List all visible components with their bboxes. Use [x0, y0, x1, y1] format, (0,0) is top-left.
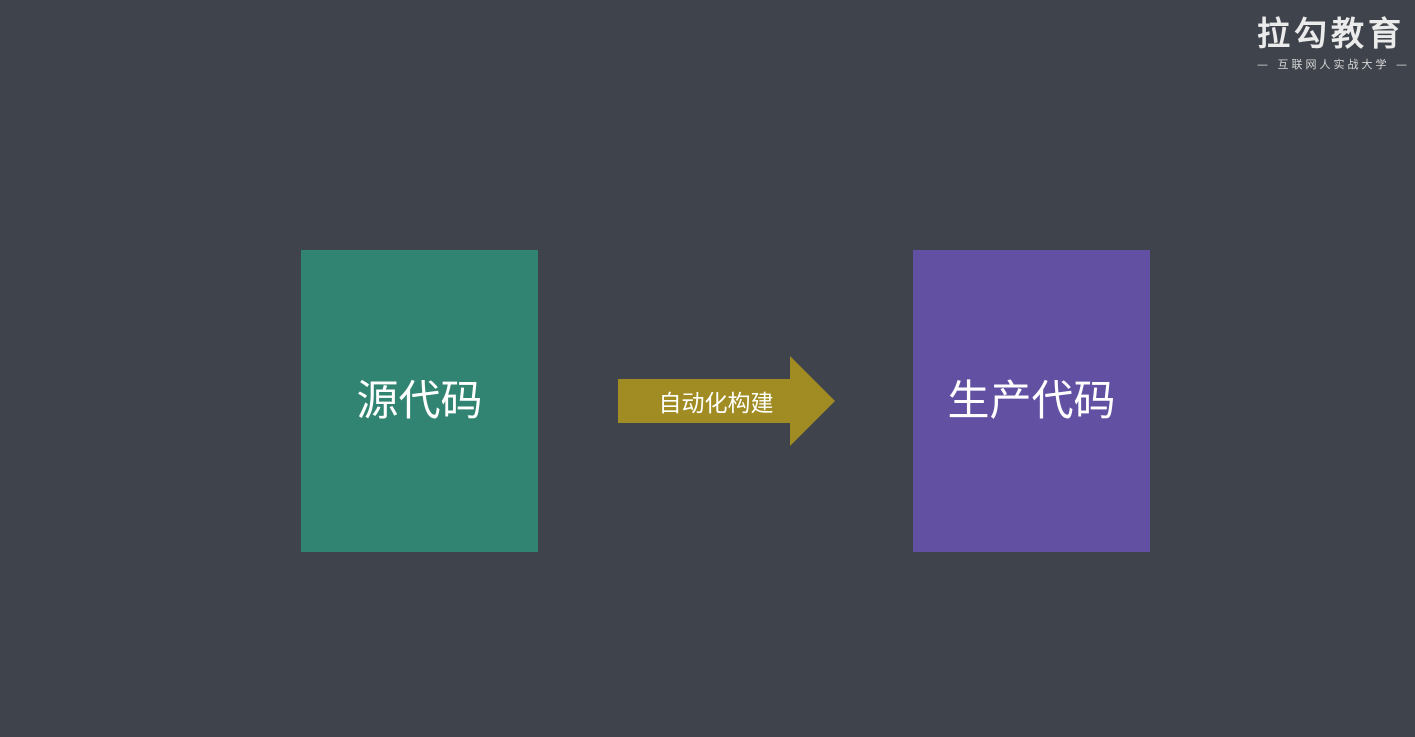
source-code-box: 源代码 [301, 250, 538, 552]
production-code-box: 生产代码 [913, 250, 1150, 552]
source-code-label: 源代码 [356, 376, 483, 425]
build-arrow: 自动化构建 [618, 356, 835, 446]
arrow-shape-icon [618, 356, 835, 446]
logo-title: 拉勾教育 [1257, 14, 1405, 53]
lagou-logo: 拉勾教育 — 互联网人实战大学 — [1257, 14, 1410, 72]
production-code-label: 生产代码 [947, 376, 1116, 425]
build-arrow-label: 自动化构建 [658, 391, 774, 417]
logo-tagline: — 互联网人实战大学 — [1257, 58, 1410, 71]
